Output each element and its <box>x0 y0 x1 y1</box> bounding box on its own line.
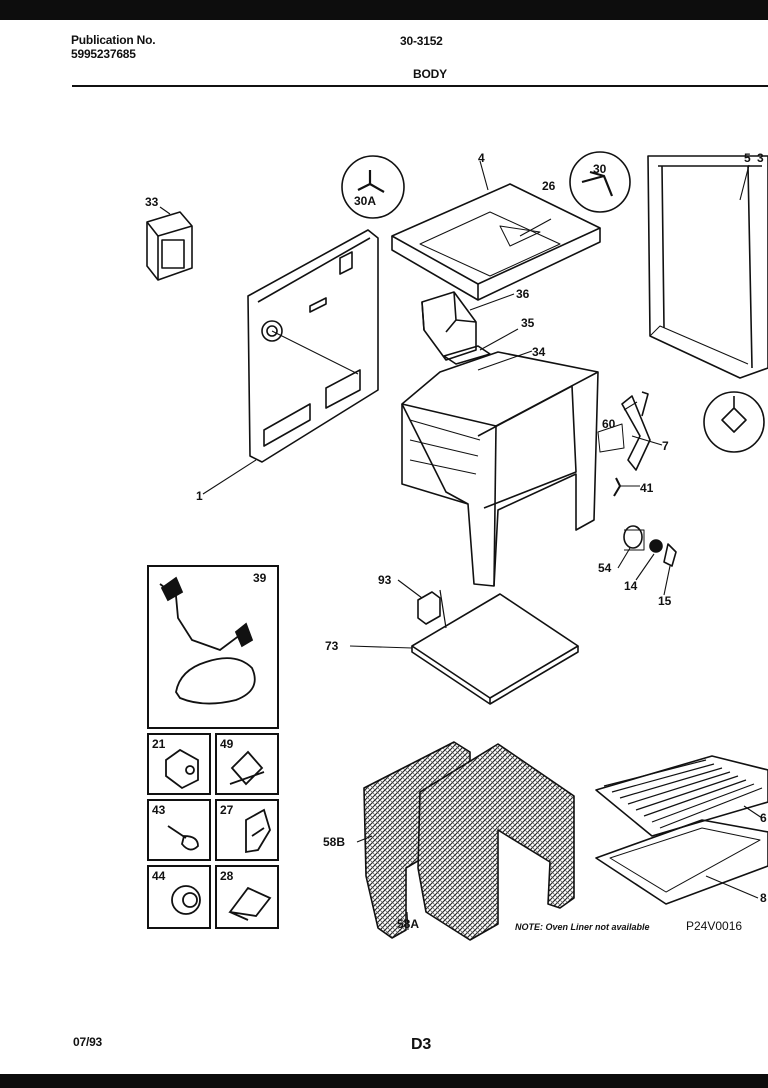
box-label-21: 21 <box>152 737 166 751</box>
model-number: 30-3152 <box>400 34 443 48</box>
figure-code: P24V0016 <box>686 919 743 933</box>
publication-label: Publication No. <box>71 33 156 47</box>
part-box-49 <box>215 733 279 795</box>
callout-41: 41 <box>640 481 654 495</box>
callout-30: 30 <box>593 162 607 176</box>
callout-54: 54 <box>598 561 612 575</box>
section-title: BODY <box>413 67 447 81</box>
box-label-27: 27 <box>220 803 234 817</box>
callout-4: 4 <box>478 151 485 165</box>
callout-5: 5 <box>744 151 751 165</box>
footer-date: 07/93 <box>73 1035 103 1049</box>
box-label-49: 49 <box>220 737 234 751</box>
top-shield-part <box>391 183 601 301</box>
part-box-44 <box>147 865 211 929</box>
side-panel-part <box>647 155 768 379</box>
box-label-39: 39 <box>253 571 267 585</box>
callout-30A: 30A <box>354 194 377 208</box>
terminal-block-part <box>146 211 193 281</box>
box-label-43: 43 <box>152 803 166 817</box>
insulation-blanket-part <box>363 741 575 941</box>
callout-15: 15 <box>658 594 672 608</box>
part-box-43 <box>147 799 211 861</box>
box-label-44: 44 <box>152 869 166 883</box>
callout-58B: 58B <box>323 835 346 849</box>
scan-top-border <box>0 0 768 20</box>
bottom-panel-part <box>411 593 579 705</box>
callout-1: 1 <box>196 489 203 503</box>
callout-58A: 58A <box>397 917 420 931</box>
callout-6: 6 <box>760 811 767 825</box>
back-panel-part <box>247 229 379 463</box>
part-box-27 <box>215 799 279 861</box>
callout-33: 33 <box>145 195 159 209</box>
box-label-28: 28 <box>220 869 234 883</box>
footer-page-number: D3 <box>411 1036 432 1053</box>
callout-73: 73 <box>325 639 339 653</box>
oven-body-frame <box>401 351 599 587</box>
vent-duct-part <box>421 291 477 361</box>
callout-14: 14 <box>624 579 638 593</box>
oven-liner-note: NOTE: Oven Liner not available <box>515 922 650 932</box>
oven-rack-part <box>595 755 768 837</box>
header-rule <box>72 85 768 87</box>
callout-93: 93 <box>378 573 392 587</box>
callout-26: 26 <box>542 179 556 193</box>
callout-35: 35 <box>521 316 535 330</box>
callout-36: 36 <box>516 287 530 301</box>
callout-7: 7 <box>662 439 669 453</box>
broiler-pan-part <box>595 819 768 905</box>
callout-60: 60 <box>602 417 616 431</box>
callout-8: 8 <box>760 891 767 905</box>
publication-number: 5995237685 <box>71 47 136 61</box>
callout-34: 34 <box>532 345 546 359</box>
scan-bottom-border <box>0 1074 768 1088</box>
callout-3: 3 <box>757 151 764 165</box>
